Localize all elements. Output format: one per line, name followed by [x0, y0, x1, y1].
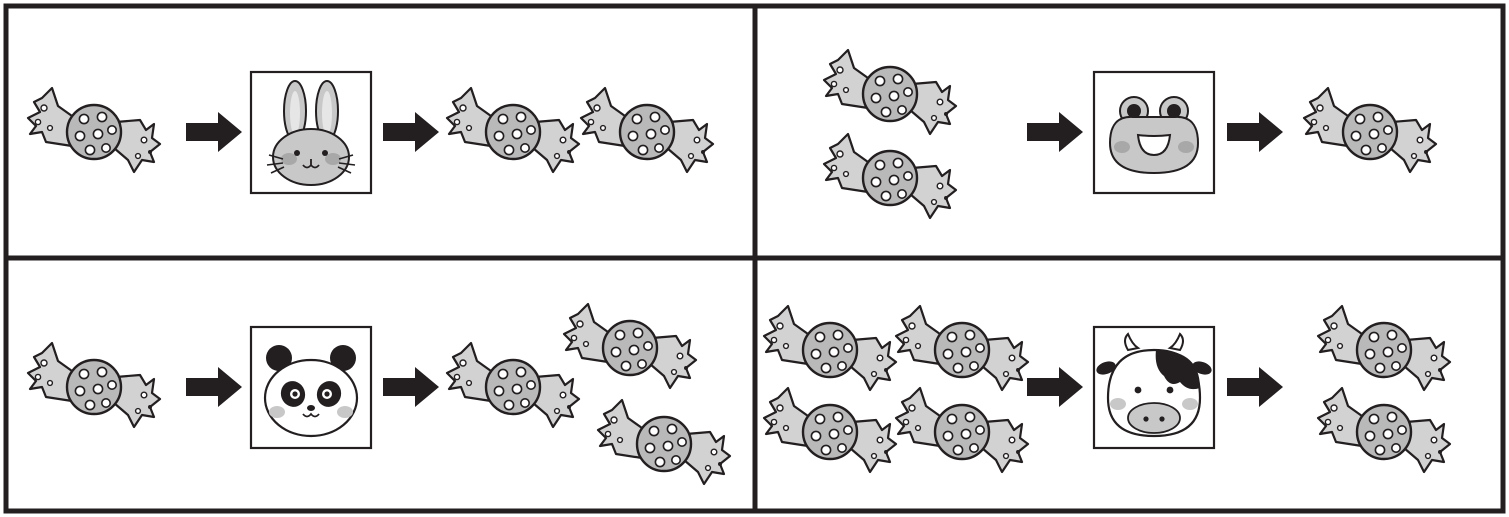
panel-frog — [824, 50, 1436, 218]
arrow-icon — [1027, 112, 1083, 152]
candy-icon — [824, 134, 956, 218]
candy-icon — [1304, 88, 1436, 172]
candy-icon — [824, 50, 956, 134]
candy-icon — [1318, 306, 1450, 390]
machine-box — [251, 327, 371, 448]
arrow-icon — [186, 112, 242, 152]
candy-icon — [896, 306, 1028, 390]
candy-icon — [564, 304, 696, 388]
candy-icon — [28, 343, 160, 427]
panel-cow — [764, 306, 1450, 472]
candy-icon — [447, 343, 579, 427]
arrow-icon — [1027, 367, 1083, 407]
arrow-icon — [383, 367, 439, 407]
candy-icon — [598, 400, 730, 484]
panel-rabbit — [28, 72, 713, 193]
candy-icon — [764, 306, 896, 390]
candy-icon — [28, 88, 160, 172]
panel-panda — [28, 304, 730, 484]
candy-icon — [896, 388, 1028, 472]
candy-icon — [1318, 388, 1450, 472]
arrow-icon — [383, 112, 439, 152]
machine-box — [251, 72, 371, 193]
arrow-icon — [1227, 367, 1283, 407]
arrow-icon — [186, 367, 242, 407]
candy-icon — [581, 88, 713, 172]
candy-icon — [447, 88, 579, 172]
machine-box — [1094, 72, 1214, 193]
candy-icon — [764, 388, 896, 472]
arrow-icon — [1227, 112, 1283, 152]
machine-box — [1094, 327, 1214, 448]
